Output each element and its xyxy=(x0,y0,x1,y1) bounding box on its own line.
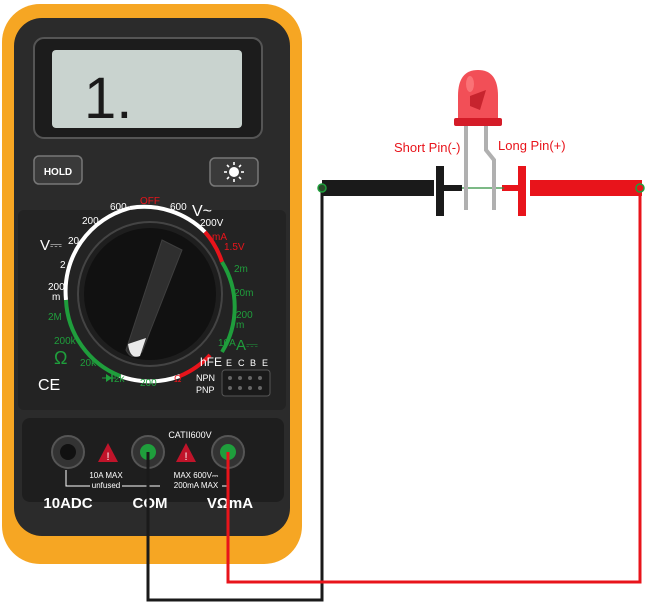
dial-ohm-200k: 200k xyxy=(54,336,77,347)
dial-vdc-2: 2 xyxy=(60,260,66,271)
dial-amp-2m: 2m xyxy=(234,264,248,275)
dial-amp-m: m xyxy=(236,320,244,331)
dial-buzzer-label: Ω xyxy=(174,374,182,385)
black-probe xyxy=(322,180,434,196)
dial-ohm-2k: 2k xyxy=(114,374,126,385)
long-pin-label: Long Pin(+) xyxy=(498,138,566,153)
dial-vdc-symbol: V⎓ xyxy=(40,237,62,254)
warning-10a-max: 10A MAX xyxy=(89,471,123,480)
npn-label: NPN xyxy=(196,373,215,383)
jack-label-com: COM xyxy=(133,495,168,512)
hfe-pin-e1: E xyxy=(226,358,232,368)
dial-hfe-label: hFE xyxy=(200,355,222,369)
warning-unfused: unfused xyxy=(92,481,120,490)
svg-text:!: ! xyxy=(184,451,187,463)
dial-vdc-20: 20 xyxy=(68,236,80,247)
hfe-socket[interactable] xyxy=(222,370,270,396)
svg-text:!: ! xyxy=(106,451,109,463)
ce-mark: CE xyxy=(38,377,60,394)
dial-ohm-symbol: Ω xyxy=(54,348,67,368)
warning-200ma-max: 200mA MAX xyxy=(174,481,219,490)
dial-ohm-2m: 2M xyxy=(48,312,62,323)
dial-amp-10a: 10A xyxy=(218,338,236,349)
lcd-screen xyxy=(52,50,242,128)
dial-vdc-m: m xyxy=(52,292,60,303)
red-probe xyxy=(530,180,642,196)
lcd-reading: 1. xyxy=(84,66,132,131)
dial-off: OFF xyxy=(140,196,160,207)
dial-amp-symbol: A⎓ xyxy=(236,337,258,354)
dial-left-200: 200 xyxy=(82,216,99,227)
dial-right-600: 600 xyxy=(170,202,187,213)
jack-label-10adc: 10ADC xyxy=(43,495,92,512)
sun-icon xyxy=(224,162,244,182)
dial-ohm-200: 200 xyxy=(140,378,157,389)
dial-ma-sub: 1.5V xyxy=(224,242,245,253)
category-label: CATII600V xyxy=(168,430,211,440)
dial-left-600: 600 xyxy=(110,202,127,213)
dial-amp-20m: 20m xyxy=(234,288,253,299)
jack-label-vohm: VΩmA xyxy=(207,495,253,512)
pnp-label: PNP xyxy=(196,385,215,395)
hfe-pin-e2: E xyxy=(262,358,268,368)
hfe-pin-b: B xyxy=(250,358,256,368)
warning-max-600v: MAX 600V⎓ xyxy=(174,471,219,480)
hfe-pin-c: C xyxy=(238,358,245,368)
hold-button-label: HOLD xyxy=(44,167,72,178)
dial-vac-symbol: V~ xyxy=(192,203,212,220)
dial-ohm-20k: 20k xyxy=(80,358,97,369)
short-pin-label: Short Pin(-) xyxy=(394,140,460,155)
